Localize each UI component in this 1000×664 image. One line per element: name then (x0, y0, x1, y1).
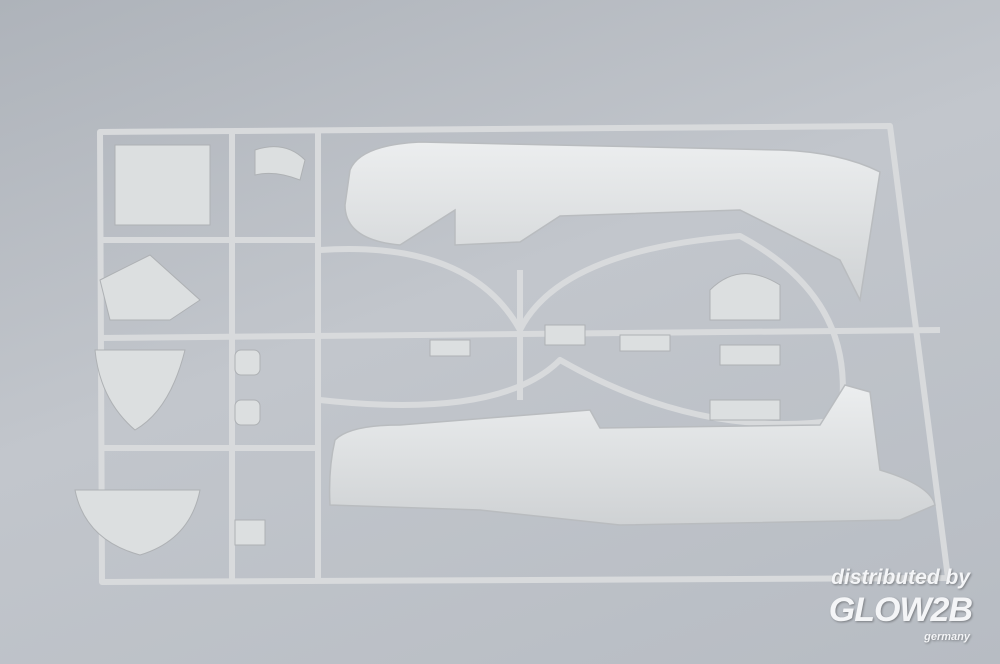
watermark-brand-logo: GLOW2B (828, 591, 973, 629)
fuselage-lower (328, 384, 936, 526)
fuselage-upper (344, 141, 881, 303)
sprue-frame (97, 123, 951, 585)
watermark-distributed-by: distributed by (831, 566, 970, 589)
small-parts (74, 144, 781, 556)
watermark-germany: germany (924, 631, 970, 643)
